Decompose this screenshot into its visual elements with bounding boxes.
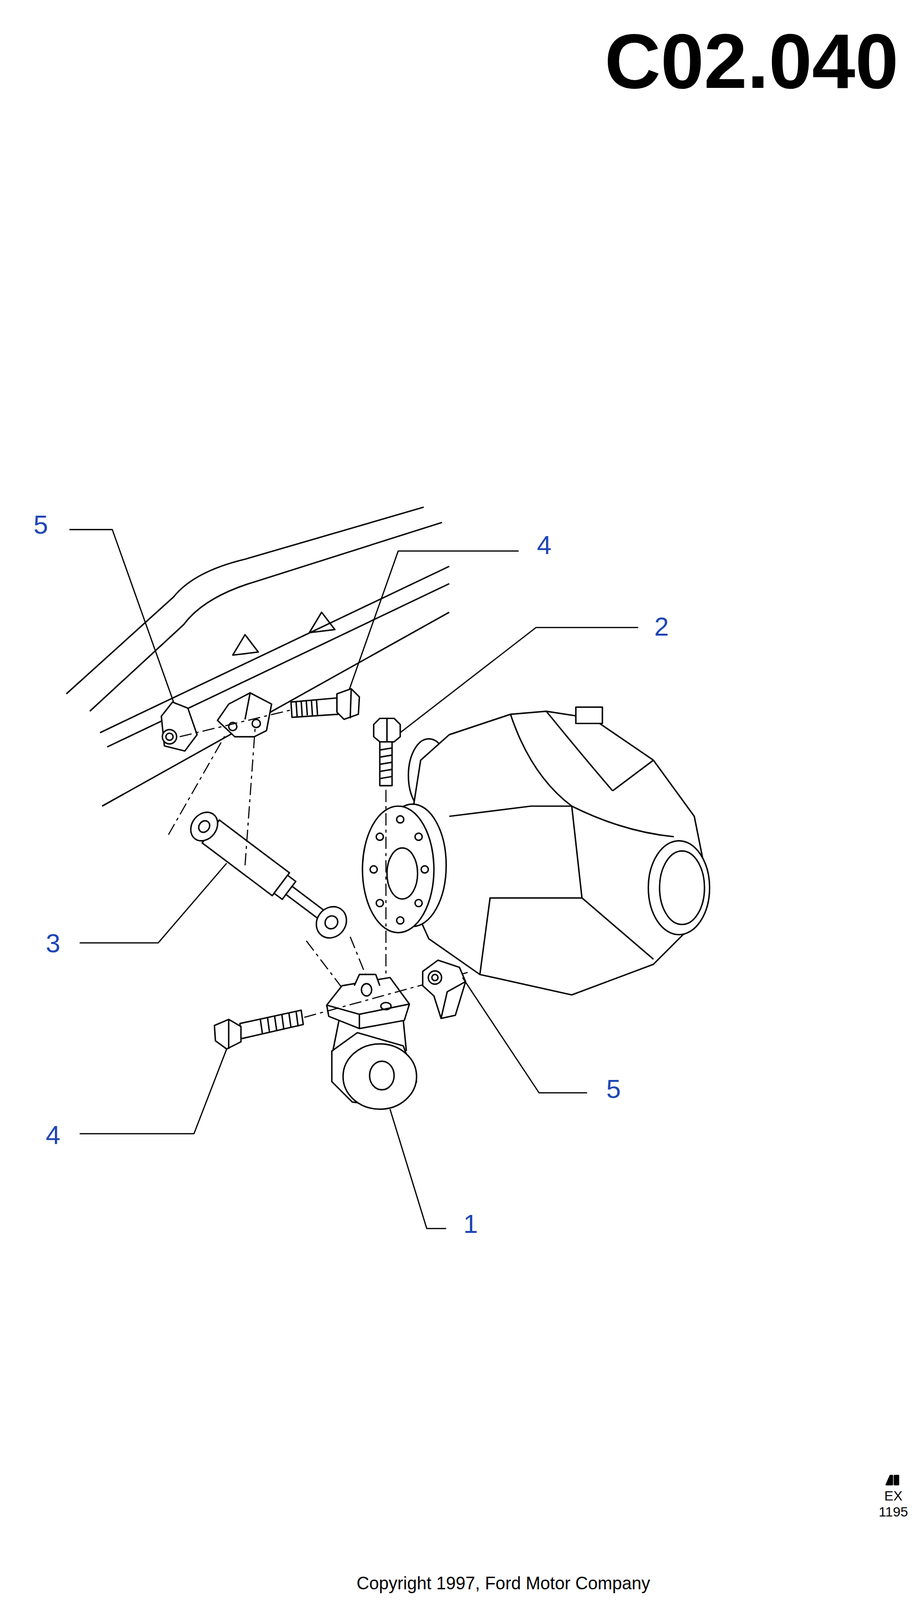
copyright-caption: Copyright 1997, Ford Motor Company (356, 1575, 651, 1593)
callout-number: 4 (536, 531, 552, 559)
nut-plate (162, 730, 177, 745)
leader-line (390, 1109, 447, 1230)
shock-absorber (309, 901, 353, 945)
chassis-frame (232, 634, 259, 656)
center-line (168, 733, 227, 836)
differential-housing (396, 917, 404, 925)
chassis-frame (66, 507, 450, 807)
shock-absorber (185, 807, 223, 847)
leader-line (79, 863, 227, 944)
callout-number: 3 (45, 930, 61, 957)
bolt (379, 748, 393, 779)
shock-absorber (196, 819, 212, 836)
differential-housing (387, 848, 418, 900)
center-line (179, 710, 291, 738)
shock-absorber (322, 913, 341, 932)
nut-plate (441, 982, 466, 1020)
differential-housing (449, 806, 572, 817)
differential-housing (510, 714, 674, 838)
differential-housing (571, 806, 654, 960)
bolt (386, 718, 388, 742)
chassis-frame (309, 612, 336, 634)
bolt (373, 718, 401, 787)
nut-plate (431, 975, 439, 982)
logo-mark (894, 1476, 899, 1486)
differential-housing (362, 707, 710, 996)
mounting-bracket (332, 1020, 407, 1052)
frame-bracket (217, 693, 272, 737)
nut-plate (161, 702, 198, 752)
bolt (295, 700, 318, 718)
bolt (337, 688, 360, 720)
chassis-frame (66, 507, 425, 695)
differential-housing (396, 816, 404, 824)
center-line (244, 726, 256, 866)
chassis-frame (107, 583, 450, 748)
mounting-bracket (326, 975, 417, 1110)
center-line (306, 941, 345, 993)
differential-housing (376, 833, 384, 841)
callout-number: 5 (606, 1076, 621, 1103)
logo-mark (886, 1476, 899, 1486)
leader-line (69, 530, 174, 703)
bolt (227, 1019, 230, 1050)
differential-housing (659, 851, 705, 925)
frame-bracket (252, 719, 261, 728)
differential-housing (612, 760, 654, 792)
bolt (214, 1010, 304, 1050)
callout-number: 4 (45, 1122, 61, 1149)
frame-bracket (244, 693, 251, 720)
logo-text: 1195 (878, 1505, 908, 1520)
nut-plate (422, 960, 466, 1019)
mounting-bracket (361, 984, 372, 997)
leader-line (400, 627, 639, 733)
frame-bracket (217, 693, 272, 737)
nut-plate (166, 733, 174, 741)
differential-housing (421, 866, 429, 874)
differential-housing (648, 841, 710, 936)
differential-housing (370, 866, 378, 874)
leader-line (462, 977, 587, 1094)
chassis-frame (100, 566, 450, 734)
logo-mark (886, 1476, 893, 1486)
bolt (260, 1011, 299, 1034)
bolt (290, 688, 360, 720)
bolt (373, 718, 401, 742)
bolt (239, 1010, 304, 1040)
bolt (214, 1019, 241, 1050)
mounting-bracket (342, 1044, 417, 1110)
chassis-frame (102, 612, 450, 807)
bolt (350, 688, 352, 719)
bolt (379, 738, 393, 787)
nut-plate (161, 702, 198, 752)
callout-number: 1 (463, 1211, 479, 1238)
nut-plate (422, 960, 466, 1019)
logo-text: EX (884, 1489, 903, 1504)
differential-housing (376, 899, 384, 907)
callout-number: 5 (33, 511, 49, 538)
mounting-bracket (326, 1004, 410, 1029)
mounting-bracket (380, 1003, 392, 1011)
differential-housing (362, 806, 434, 934)
mounting-bracket (369, 1061, 394, 1091)
differential-housing (546, 711, 613, 792)
shock-absorber (184, 806, 353, 945)
differential-housing (575, 707, 603, 724)
leader-line (69, 530, 639, 1230)
differential-housing (414, 833, 423, 841)
differential-housing (414, 899, 423, 907)
leader-line (79, 1049, 227, 1134)
callout-number: 2 (654, 613, 669, 640)
page-title: C02.040 (604, 22, 899, 101)
nut-plate (428, 971, 442, 985)
differential-housing (479, 898, 582, 976)
leader-line (349, 551, 519, 691)
bolt (290, 698, 339, 718)
